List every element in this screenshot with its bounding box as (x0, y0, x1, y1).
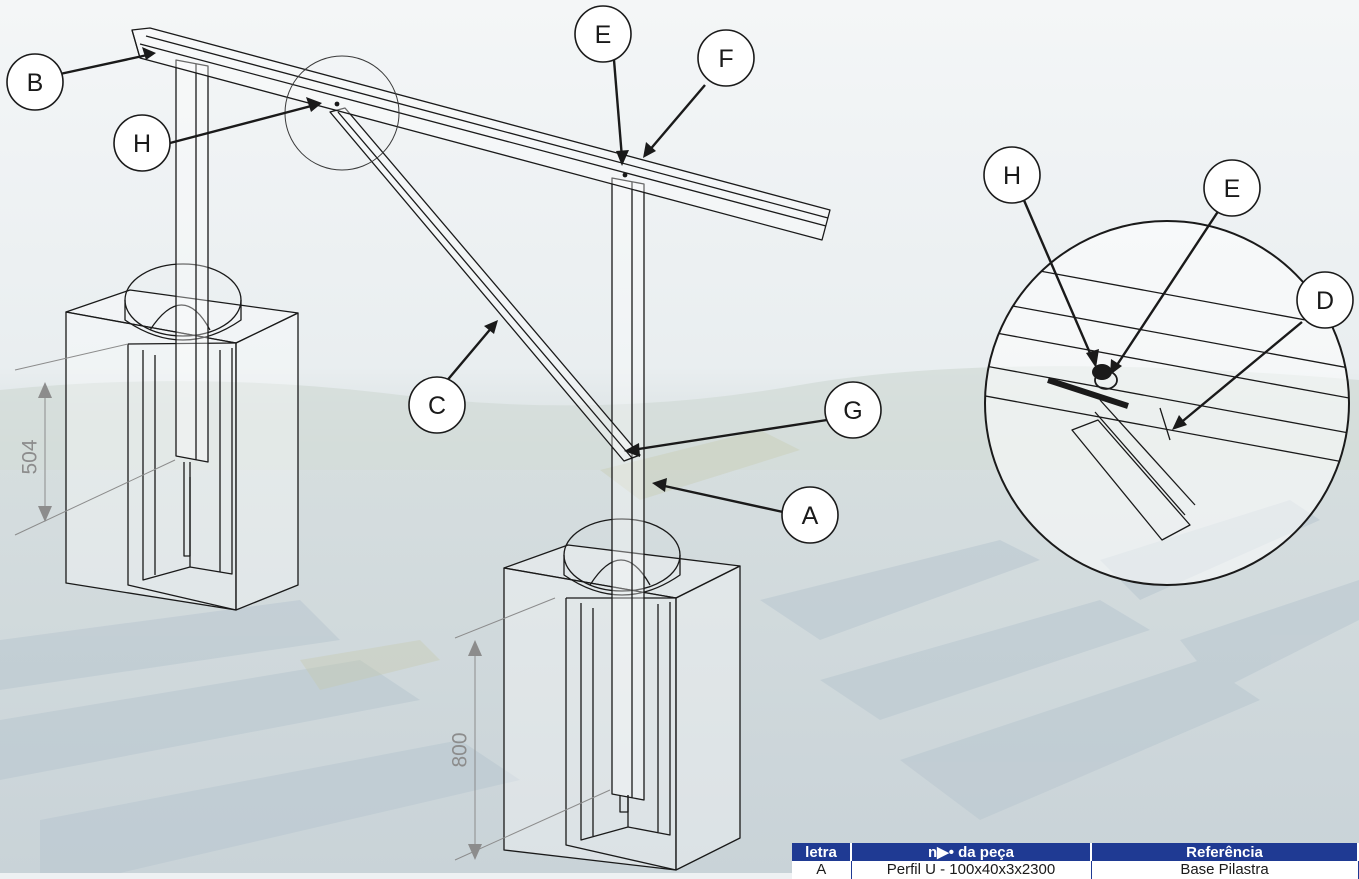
cell-letra: A (792, 861, 852, 879)
callout-b: B (6, 53, 64, 111)
detail-callout-d: D (1296, 271, 1354, 329)
svg-text:E: E (1224, 175, 1241, 203)
callout-c: C (408, 376, 466, 434)
left-concrete-foundation (65, 263, 299, 611)
dimension-label-504: 504 (19, 439, 42, 474)
svg-text:H: H (133, 130, 151, 158)
callout-e: E (574, 5, 632, 63)
svg-text:F: F (718, 45, 733, 73)
svg-text:A: A (802, 502, 819, 530)
detail-view (984, 197, 1350, 586)
left-post (175, 59, 209, 557)
right-post-a (611, 177, 645, 813)
svg-text:G: G (843, 397, 862, 425)
dimension-left: 504 (14, 343, 176, 536)
dimension-label-800: 800 (449, 732, 472, 767)
detail-callout-h: H (983, 146, 1041, 204)
detail-callout-e: E (1203, 159, 1261, 217)
cell-numero-peca: Perfil U - 100x40x3x2300 (851, 861, 1092, 879)
dimension-right: 800 (449, 597, 611, 861)
header-numero-peca: n▶• da peça (851, 843, 1092, 861)
leader-lines (59, 47, 828, 514)
top-beam-b (131, 27, 831, 241)
header-letra: letra (792, 843, 852, 861)
parts-table-header: letra n▶• da peça Referência (792, 843, 1359, 861)
diagonal-brace-c (329, 107, 641, 462)
callout-g: G (824, 381, 882, 439)
svg-text:D: D (1316, 287, 1334, 315)
callout-h: H (113, 114, 171, 172)
right-concrete-foundation (503, 518, 741, 871)
callout-f: F (697, 29, 755, 87)
svg-text:H: H (1003, 162, 1021, 190)
cell-referencia: Base Pilastra (1091, 861, 1359, 879)
svg-text:B: B (27, 69, 44, 97)
parts-table: letra n▶• da peça Referência A Perfil U … (792, 843, 1359, 879)
table-row: A Perfil U - 100x40x3x2300 Base Pilastra (792, 861, 1359, 879)
svg-text:E: E (595, 21, 612, 49)
svg-text:C: C (428, 392, 446, 420)
callout-a: A (781, 486, 839, 544)
header-referencia: Referência (1091, 843, 1359, 861)
